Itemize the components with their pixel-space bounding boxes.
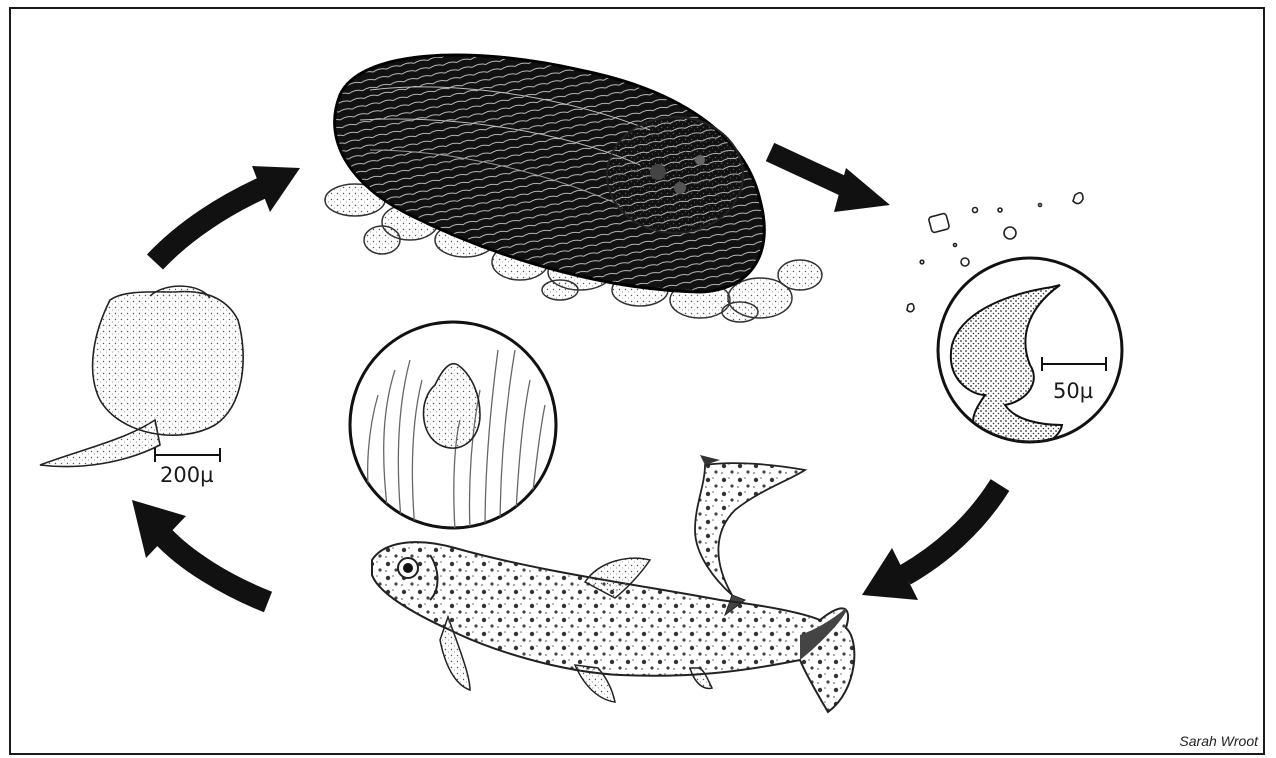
artist-credit: Sarah Wroot <box>1179 733 1258 749</box>
juvenile-mussel-icon: 200µ <box>40 286 243 487</box>
scale-bar-200 <box>155 448 220 462</box>
umbo-icon <box>607 117 743 233</box>
arrow-glochidia-to-fish-icon <box>862 485 1000 600</box>
arrow-mussel-to-glochidia-icon <box>770 152 890 212</box>
trout-icon <box>372 542 854 712</box>
scale-label-200: 200µ <box>160 463 213 487</box>
small-trout-icon <box>695 455 805 615</box>
scale-label-50: 50µ <box>1053 379 1093 403</box>
arrow-fish-to-juvenile-icon <box>132 500 268 602</box>
gill-cyst-icon <box>350 322 556 530</box>
arrow-juvenile-to-mussel-icon <box>155 166 300 262</box>
mussel-on-gravel-icon <box>325 55 822 322</box>
glochidium-icon: 50µ <box>938 258 1122 449</box>
